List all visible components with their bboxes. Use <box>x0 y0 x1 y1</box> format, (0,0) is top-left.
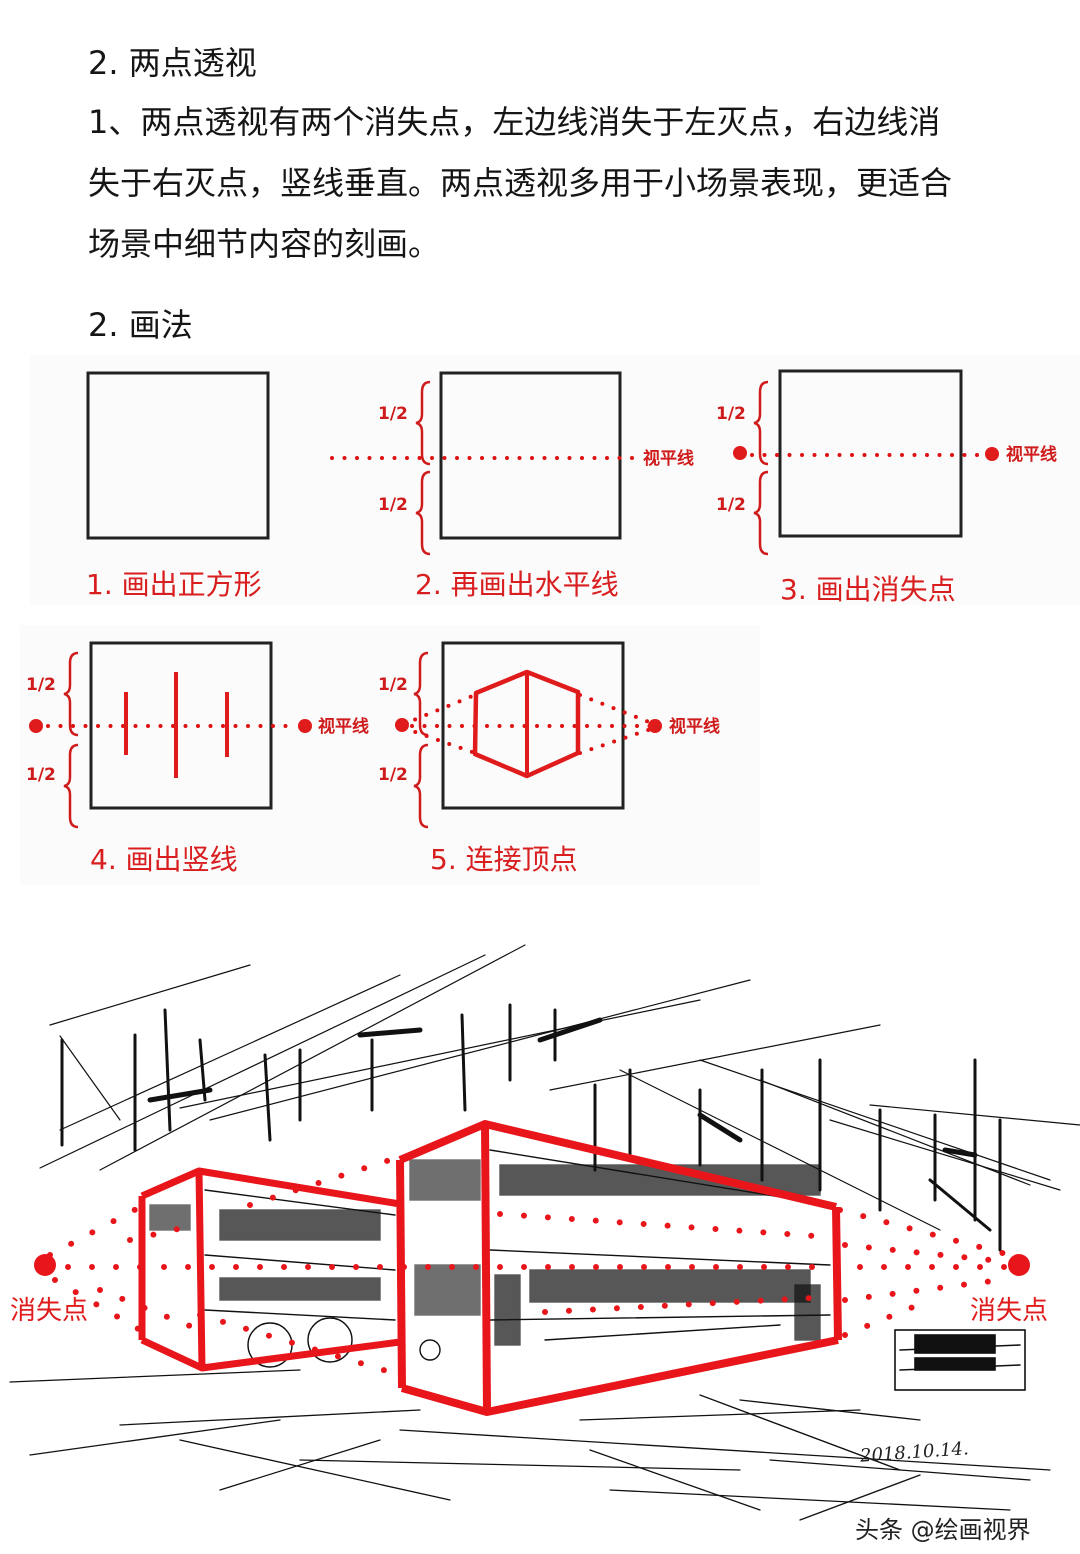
half-label: 1/2 <box>716 404 746 424</box>
vanishing-point-left-icon <box>34 1254 56 1276</box>
square-shape <box>778 369 963 538</box>
step-3-caption: 3. 画出消失点 <box>780 573 956 606</box>
section-heading: 2. 两点透视 <box>88 44 257 82</box>
vanishing-point-left-icon <box>733 446 747 460</box>
step-1-diagram <box>86 371 270 540</box>
perspective-dotted-line <box>402 726 477 755</box>
square-shape <box>86 371 270 540</box>
square-shape <box>439 371 622 540</box>
steps-row-1-panel <box>30 355 1080 605</box>
vanishing-point-right-icon <box>648 719 662 733</box>
step-3-diagram: 1/2 1/2 视平线 <box>716 369 1057 556</box>
vanishing-point-left-icon <box>395 718 409 732</box>
horizon-line-label: 视平线 <box>643 448 694 469</box>
step-2-diagram <box>330 371 640 556</box>
perspective-dotted-line <box>402 693 477 726</box>
step-5-caption: 5. 连接顶点 <box>430 843 578 876</box>
brace-top-icon <box>415 380 431 466</box>
square-shape <box>89 641 273 810</box>
horizon-line-label: 视平线 <box>318 716 369 737</box>
steps-row-2-panel <box>20 625 760 885</box>
half-label: 1/2 <box>378 495 408 515</box>
step-2-labels: 1/2 1/2 视平线 <box>378 404 694 515</box>
paragraph-line: 1、两点透视有两个消失点，左边线消失于左灭点，右边线消 <box>88 103 941 141</box>
half-label: 1/2 <box>378 404 408 424</box>
horizon-line-label: 视平线 <box>669 716 720 737</box>
sketch-ink-lines <box>9 944 1080 1521</box>
perspective-dotted-line <box>578 726 656 755</box>
intro-paragraph: 1、两点透视有两个消失点，左边线消失于左灭点，右边线消 失于右灭点，竖线垂直。两… <box>88 92 1048 275</box>
step-5-diagram: 1/2 1/2 视平线 <box>378 641 720 829</box>
brace-top-icon <box>63 651 79 737</box>
perspective-box-right <box>396 1120 842 1416</box>
half-label: 1/2 <box>26 765 56 785</box>
vanishing-point-right-icon <box>985 447 999 461</box>
half-label: 1/2 <box>378 675 408 695</box>
paragraph-line: 场景中细节内容的刻画。 <box>88 225 441 263</box>
half-label: 1/2 <box>716 495 746 515</box>
step-4-caption: 4. 画出竖线 <box>90 843 238 876</box>
method-heading: 2. 画法 <box>88 306 193 344</box>
brace-top-icon <box>753 380 769 466</box>
step-2-caption: 2. 再画出水平线 <box>415 568 619 601</box>
vanishing-point-right-label: 消失点 <box>970 1296 1049 1326</box>
vanishing-point-left-label: 消失点 <box>10 1296 89 1326</box>
vanishing-point-right-icon <box>298 719 312 733</box>
perspective-box-left <box>138 1167 401 1372</box>
brace-bottom-icon <box>413 743 429 829</box>
step-4-diagram: 1/2 1/2 视平线 <box>26 641 369 829</box>
half-label: 1/2 <box>26 675 56 695</box>
brace-bottom-icon <box>415 470 431 556</box>
half-label: 1/2 <box>378 765 408 785</box>
brace-bottom-icon <box>63 743 79 829</box>
vanishing-point-left-icon <box>29 719 43 733</box>
source-watermark: 头条 @绘画视界 <box>855 1516 1031 1544</box>
perspective-dotted-guides <box>41 1157 1021 1378</box>
vanishing-point-right-icon <box>1008 1254 1030 1276</box>
perspective-dotted-line <box>578 693 656 726</box>
paragraph-line: 失于右灭点，竖线垂直。两点透视多用于小场景表现，更适合 <box>88 164 953 202</box>
step-1-caption: 1. 画出正方形 <box>86 568 262 601</box>
horizon-line-label: 视平线 <box>1006 444 1057 465</box>
brace-bottom-icon <box>753 470 769 556</box>
brace-top-icon <box>413 651 429 737</box>
